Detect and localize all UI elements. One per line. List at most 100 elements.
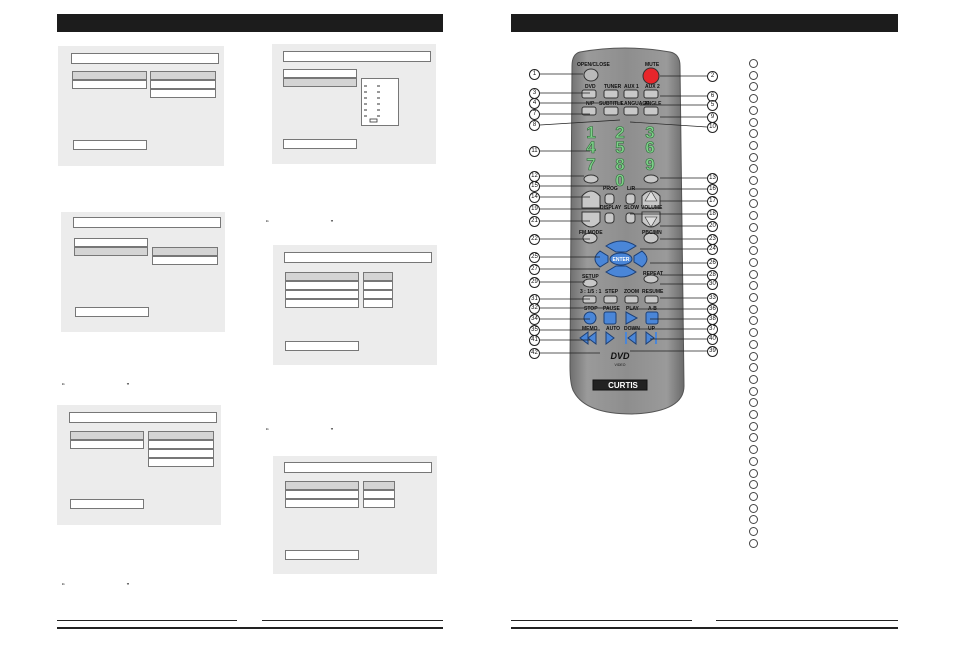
right-footer-rule [511, 627, 898, 629]
left-header-bar [57, 14, 443, 32]
legend-bullet [749, 410, 758, 419]
menu-title-box [73, 217, 221, 228]
menu-item-selected [285, 481, 359, 490]
menu-panel-1 [58, 46, 224, 166]
ratio-button [582, 295, 597, 304]
label-volume: VOLUME [641, 205, 663, 211]
legend-bullet [749, 456, 758, 466]
submenu-item [152, 256, 218, 265]
step-button [603, 295, 618, 304]
callout: 34 [529, 314, 540, 325]
nav-up-button [605, 240, 637, 253]
menu-item-selected [70, 431, 144, 440]
memo-rewind-button [587, 331, 597, 345]
left-footer-rule-b [262, 620, 443, 621]
callout: 13 [707, 173, 718, 184]
legend-bullet [749, 70, 758, 80]
svg-text:CURTIS: CURTIS [608, 381, 638, 390]
legend-bullet [749, 105, 758, 115]
submenu-item-selected [150, 71, 216, 80]
label-open-close: OPEN/CLOSE [577, 62, 610, 68]
quote-4: “” [266, 427, 334, 436]
menu-title-box [283, 51, 431, 62]
label-pbc: PBC/MN [642, 230, 662, 236]
remote-control: 1 2 3 4 5 6 7 8 9 0 ENTER [569, 47, 685, 415]
svg-text:VIDEO: VIDEO [615, 363, 626, 367]
right-header-bar [511, 14, 898, 32]
label-memo: MEMO [582, 326, 598, 332]
aux2-button [643, 89, 659, 99]
legend-bullet [749, 164, 758, 174]
label-step: STEP [605, 289, 619, 295]
legend-bullet [749, 480, 758, 490]
digit-keypad: 1 2 3 4 5 6 7 8 9 0 [586, 123, 655, 191]
callout: 40 [707, 334, 718, 345]
nav-left-button [594, 250, 609, 268]
pbc-button [643, 232, 659, 244]
label-angle: ANGLE [644, 101, 662, 107]
title-button [581, 190, 601, 209]
menu-item [70, 440, 144, 449]
down-skip-button [627, 331, 637, 345]
callout: 4 [529, 98, 540, 109]
callout: 20 [707, 221, 718, 232]
callout: 30 [707, 279, 718, 290]
display-button [604, 212, 615, 224]
legend-bullet [749, 433, 758, 443]
callout: 39 [707, 346, 718, 357]
quote-1: “” [62, 382, 130, 391]
label-language: LANGUAGE [621, 101, 650, 107]
auto-forward-button [605, 331, 615, 345]
submenu-item [363, 299, 393, 308]
menu-item [285, 499, 359, 508]
callout: 14 [529, 192, 540, 203]
label-setup: SETUP [582, 274, 599, 280]
svg-text:3: 3 [645, 123, 654, 142]
slow-button [625, 212, 636, 224]
menu-footer-box [73, 140, 147, 150]
legend-bullet [749, 421, 758, 431]
legend-bullet [749, 59, 758, 68]
legend-bullet [749, 398, 758, 408]
menu-item [285, 290, 359, 299]
menu-item [285, 299, 359, 308]
play-button [625, 311, 639, 325]
menu-title-box [69, 412, 217, 423]
callout: 11 [529, 146, 540, 157]
callout: 18 [707, 209, 718, 220]
label-fm-mode: FM MODE [579, 230, 603, 236]
language-button [623, 106, 639, 116]
menu-footer-box [70, 499, 144, 509]
submenu-item [148, 449, 214, 458]
ab-button [645, 311, 659, 325]
submenu-item [150, 89, 216, 98]
legend-bullet [749, 386, 758, 396]
menu-panel-4 [272, 44, 436, 164]
legend-bullet [749, 246, 758, 256]
submenu-item [150, 80, 216, 89]
svg-text:9: 9 [645, 155, 654, 174]
label-repeat: REPEAT [643, 271, 663, 277]
legend-bullet [749, 176, 758, 185]
svg-text:5: 5 [615, 138, 624, 157]
enter-button [609, 252, 633, 266]
label-tuner: TUNER [604, 84, 622, 90]
menu-panel-2 [61, 212, 225, 332]
legend-bullet [749, 304, 758, 314]
menu-title-box [284, 252, 432, 263]
submenu-item [148, 458, 214, 467]
legend-bullet [749, 257, 758, 267]
label-mute: MUTE [645, 62, 660, 68]
menu-item-selected [285, 272, 359, 281]
level-slider-ticks [364, 85, 380, 123]
callout: 2 [707, 71, 718, 82]
quote-3: “” [266, 219, 334, 228]
callout: 22 [529, 234, 540, 245]
legend-bullet [749, 503, 758, 513]
menu-item [72, 80, 147, 89]
submenu-item-selected [152, 247, 218, 256]
callout: 26 [707, 258, 718, 269]
callout: 7 [529, 109, 540, 120]
menu-item [283, 69, 357, 78]
menu-item-selected [74, 247, 148, 256]
